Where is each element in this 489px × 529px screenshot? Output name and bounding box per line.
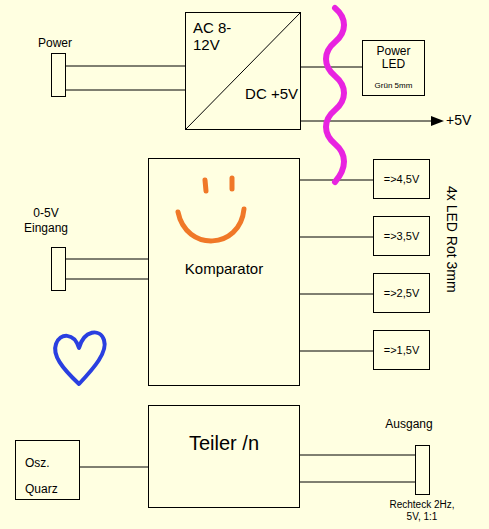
clock-wire bbox=[80, 467, 148, 468]
supply-wire bbox=[301, 121, 433, 122]
input-wire bbox=[66, 279, 148, 280]
node-title: =>4,5V bbox=[374, 173, 429, 186]
node-note: Rechteck 2Hz, 5V, 1:1 bbox=[386, 499, 458, 523]
power-wire bbox=[66, 66, 185, 67]
connector: 0-5V Eingang bbox=[51, 247, 66, 291]
led-wire bbox=[300, 180, 373, 181]
node-title: Power LED bbox=[371, 45, 416, 71]
comparator-box: Komparator bbox=[148, 158, 300, 386]
node-title: =>1,5V bbox=[374, 344, 429, 357]
heart-doodle bbox=[55, 332, 105, 384]
node-title: Osz. Quarz bbox=[25, 450, 73, 502]
node-title: 0-5V Eingang bbox=[18, 206, 74, 236]
node-title: Power bbox=[38, 37, 88, 51]
voltage-label: +5V bbox=[446, 112, 471, 128]
node-title: Komparator bbox=[149, 260, 299, 277]
led-box: =>4,5V bbox=[373, 159, 430, 199]
magenta-squiggle bbox=[326, 8, 344, 182]
converter-diagonal bbox=[185, 12, 301, 130]
power-supply-box: AC 8-12V DC +5V bbox=[185, 12, 301, 130]
node-note: DC +5V bbox=[236, 85, 298, 102]
power-led-box: Power LED Grün 5mm bbox=[362, 40, 425, 96]
smiley-eye bbox=[230, 178, 235, 189]
led-wire bbox=[300, 351, 373, 352]
smiley-mouth bbox=[178, 209, 244, 241]
input-wire bbox=[66, 259, 148, 260]
connector: AusgangRechteck 2Hz, 5V, 1:1 bbox=[415, 445, 430, 495]
node-title: AC 8-12V bbox=[193, 19, 241, 53]
led-wire bbox=[301, 67, 362, 68]
node-title: Teiler /n bbox=[184, 426, 264, 460]
led-box: =>1,5V bbox=[373, 330, 430, 370]
led-note: 4x LED Rot 3mm bbox=[444, 186, 460, 293]
divider-box: Teiler /n bbox=[148, 405, 300, 508]
led-box: =>3,5V bbox=[373, 216, 430, 256]
led-wire bbox=[300, 237, 373, 238]
output-wire bbox=[300, 455, 415, 456]
power-wire bbox=[66, 90, 185, 91]
led-wire bbox=[300, 294, 373, 295]
oscillator-box: Osz. Quarz bbox=[15, 440, 80, 500]
arrow-head bbox=[431, 116, 444, 126]
node-title: =>3,5V bbox=[374, 230, 429, 243]
node-title: Ausgang bbox=[382, 418, 436, 432]
connector: Power bbox=[51, 53, 66, 97]
led-box: =>2,5V bbox=[373, 273, 430, 313]
smiley-eye bbox=[205, 180, 206, 191]
output-wire bbox=[300, 482, 415, 483]
node-title: =>2,5V bbox=[374, 287, 429, 300]
node-note: Grün 5mm bbox=[363, 81, 424, 90]
